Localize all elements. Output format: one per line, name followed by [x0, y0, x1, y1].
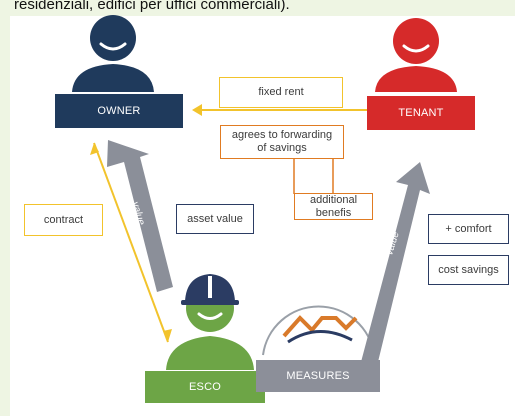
agrees-forwarding-box: agrees to forwarding of savings — [220, 125, 344, 159]
contract-box: contract — [24, 204, 103, 236]
comfort-box: + comfort — [428, 214, 509, 244]
measures-label: MEASURES — [256, 360, 380, 392]
tenant-figure-icon — [375, 18, 457, 92]
cost-savings-box: cost savings — [428, 255, 509, 285]
fixed-rent-box: fixed rent — [219, 77, 343, 108]
owner-label: OWNER — [55, 94, 183, 128]
value-arrow-left — [107, 140, 173, 292]
header-caption: residenziali, edifici per uffici commerc… — [14, 0, 290, 13]
owner-figure-icon — [72, 15, 154, 92]
esco-figure-icon — [166, 274, 254, 370]
esco-label: ESCO — [145, 371, 265, 403]
additional-benefits-box: additional benefis — [294, 193, 373, 220]
value-arrow-right — [361, 162, 430, 366]
asset-value-box: asset value — [176, 204, 254, 234]
tenant-label: TENANT — [367, 96, 475, 130]
measures-logo-icon — [262, 305, 375, 356]
